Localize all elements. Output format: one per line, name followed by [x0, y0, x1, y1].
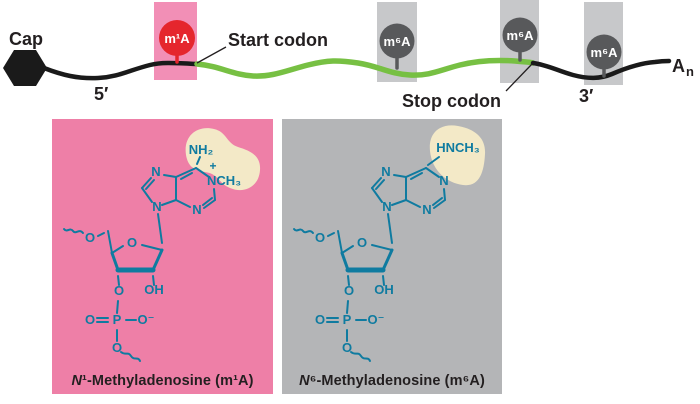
stop-codon-label: Stop codon — [402, 91, 501, 111]
five-prime-label: 5′ — [94, 84, 108, 104]
mrna-diagram: m¹A m⁶A m⁶A m⁶A Cap 5′ Start codon Stop … — [3, 0, 694, 111]
m6a-circle-1 — [379, 23, 415, 59]
phosphate-bridge-oxygen-label: O — [112, 340, 122, 355]
n3-atom-label: N — [422, 202, 431, 217]
utr5-strand — [41, 60, 200, 81]
phosphate-bonds — [326, 300, 371, 362]
m6a-badge-label-1: m⁶A — [384, 34, 412, 49]
o3-prime-label: O — [344, 283, 354, 298]
m1a-caption-prefix: N — [71, 373, 83, 389]
m6a-caption-prefix: N — [299, 373, 310, 389]
n7-atom-label: N — [381, 164, 390, 179]
m1a-caption: N¹-Methyladenosine (m¹A) — [52, 373, 273, 389]
phosphate-minus-oxygen-label: O⁻ — [138, 312, 155, 327]
m6a-badge-label-3: m⁶A — [591, 45, 619, 60]
coding-region-strand — [194, 57, 536, 79]
three-prime-label: 3′ — [579, 86, 593, 106]
purine-ring-bonds — [371, 156, 446, 244]
phosphate-bridge-oxygen-label: O — [342, 340, 352, 355]
o5-prime-label: O — [85, 230, 95, 245]
start-codon-pointer — [196, 46, 227, 64]
cap-label: Cap — [9, 29, 43, 49]
phosphate-double-oxygen-label: O — [85, 312, 95, 327]
phosphate-double-oxygen-label: O — [315, 312, 325, 327]
m1a-caption-text: ¹-Methyladenosine (m¹A) — [82, 373, 254, 389]
n6-methyl-group-label: HNCH₃ — [436, 140, 480, 155]
poly-a-subscript: n — [686, 64, 694, 79]
amine-group-label: NH₂ — [189, 142, 214, 157]
phosphate-minus-oxygen-label: O⁻ — [368, 312, 385, 327]
o5-prime-label: O — [315, 230, 325, 245]
m6a-caption-text: ⁶-Methyladenosine (m⁶A) — [309, 373, 485, 389]
ribose-ring-oxygen-label: O — [357, 235, 367, 250]
m6a-circle-2 — [502, 17, 538, 53]
n1-atom-label: N — [439, 173, 448, 188]
n9-atom-label: N — [382, 199, 391, 214]
ribose-ring-oxygen-label: O — [127, 235, 137, 250]
ribose-bonds — [63, 228, 164, 286]
m6a-circle-3 — [586, 34, 622, 70]
m1a-structure-drawing: N N N NH₂ + NCH₃ O O OH O P O O⁻ O — [63, 128, 261, 362]
n1-methyl-group-label: NCH₃ — [207, 173, 241, 188]
phosphorus-label: P — [343, 312, 352, 327]
n3-atom-label: N — [192, 202, 201, 217]
m6a-methyl-highlight — [429, 125, 486, 186]
purine-ring-bonds — [141, 156, 216, 244]
plus-charge-label: + — [209, 159, 216, 173]
o3-prime-label: O — [114, 283, 124, 298]
ribose-bonds — [293, 228, 394, 286]
utr3-strand — [530, 58, 672, 81]
m6a-structure-drawing: N N N N HNCH₃ O O OH O P O O⁻ O — [293, 125, 486, 362]
stop-codon-pointer — [505, 63, 533, 92]
phosphate-bonds — [96, 300, 141, 362]
m1a-circle — [159, 20, 195, 56]
hydroxyl-label: OH — [144, 282, 164, 297]
cap-hexagon — [3, 50, 47, 86]
start-codon-label: Start codon — [228, 30, 328, 50]
m1a-badge-label: m¹A — [164, 31, 190, 46]
hydroxyl-label: OH — [374, 282, 394, 297]
n9-atom-label: N — [152, 199, 161, 214]
m6a-badge-label-2: m⁶A — [507, 28, 535, 43]
m1a-methyl-highlight — [185, 128, 261, 191]
m6a-caption: N⁶-Methyladenosine (m⁶A) — [282, 373, 502, 389]
phosphorus-label: P — [113, 312, 122, 327]
m1a-structure-panel: N N N NH₂ + NCH₃ O O OH O P O O⁻ O N¹-Me… — [52, 119, 273, 394]
poly-a-label: A — [672, 56, 685, 76]
m6a-structure-panel: N N N N HNCH₃ O O OH O P O O⁻ O N⁶-Methy… — [282, 119, 502, 394]
n7-atom-label: N — [151, 164, 160, 179]
